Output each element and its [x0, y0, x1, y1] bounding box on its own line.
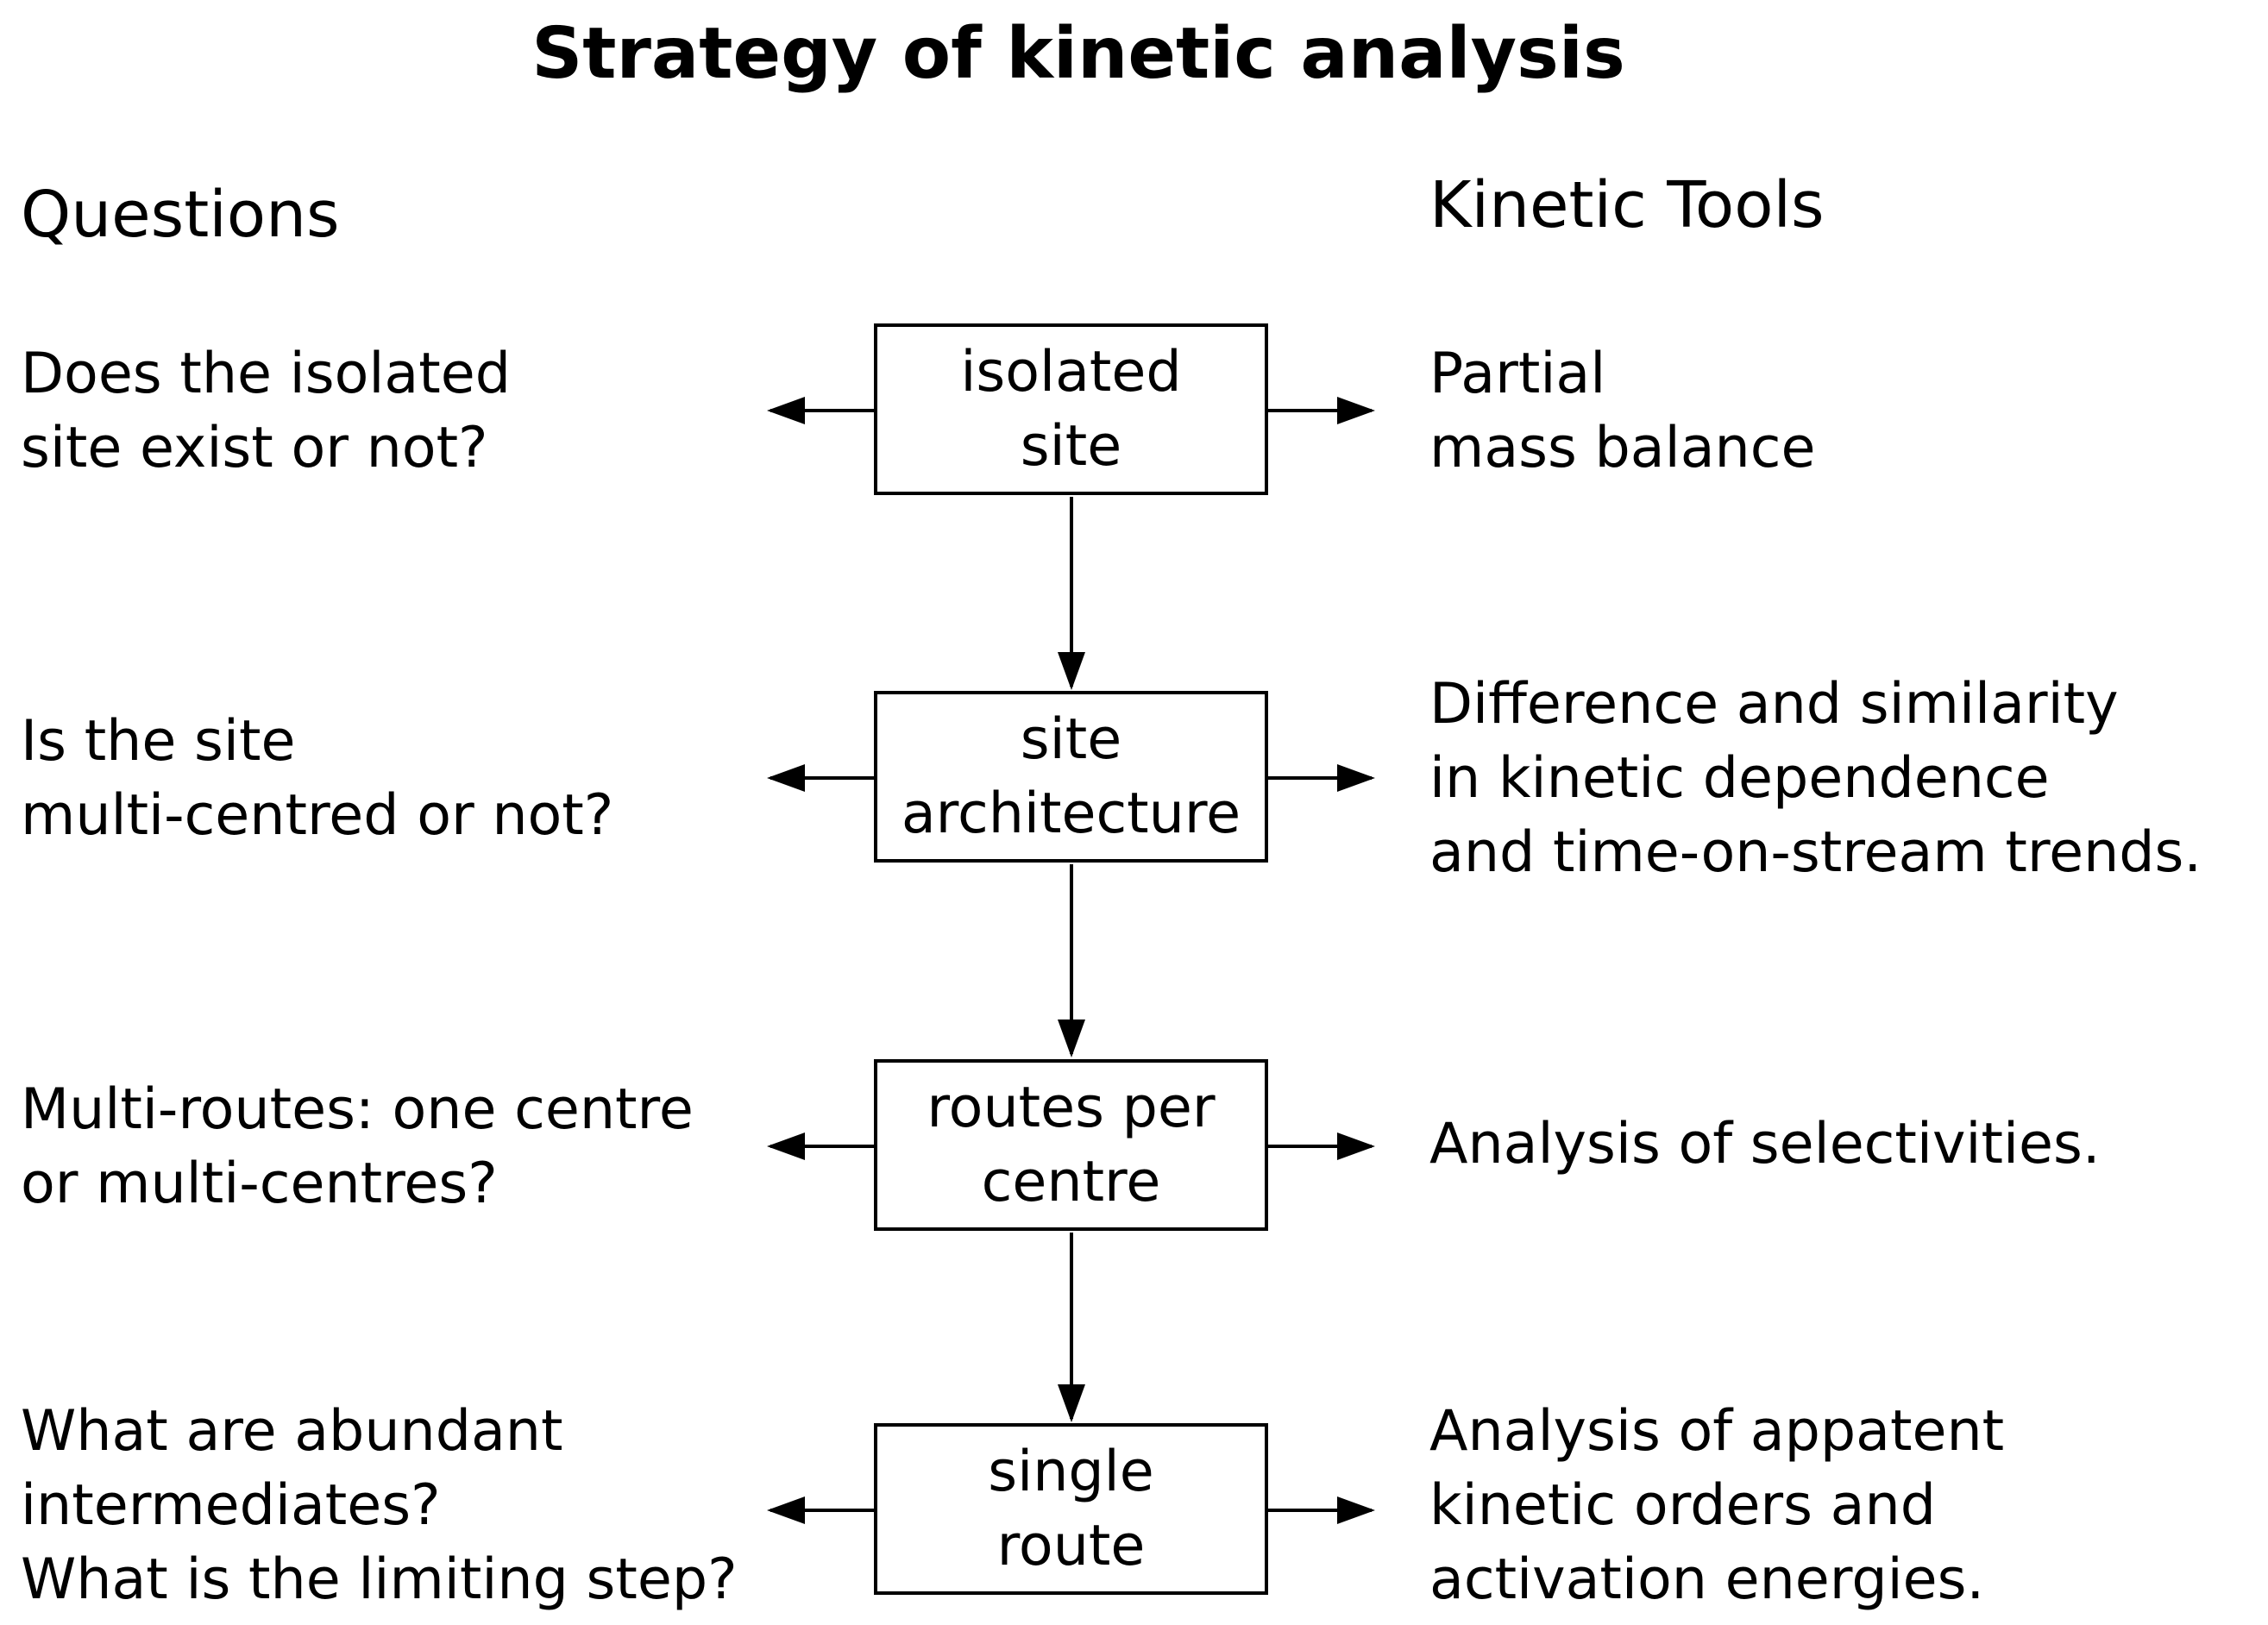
- question-line: Multi-routes: one centre: [21, 1077, 694, 1142]
- question-line: intermediates?: [21, 1473, 441, 1538]
- tool-line: in kinetic dependence: [1429, 746, 2050, 811]
- tool-kinetic-orders: Analysis of appatent kinetic orders and …: [1429, 1395, 2004, 1617]
- question-line: site exist or not?: [21, 416, 488, 480]
- diagram-title: Strategy of kinetic analysis: [531, 13, 1625, 95]
- node-single-route: single route: [874, 1423, 1268, 1595]
- tool-line: kinetic orders and: [1429, 1473, 1936, 1538]
- node-label-line: site: [1020, 706, 1122, 772]
- question-line: What is the limiting step?: [21, 1547, 738, 1612]
- node-label-line: architecture: [901, 781, 1241, 846]
- question-line: multi-centred or not?: [21, 783, 614, 848]
- tool-partial-mass-balance: Partial mass balance: [1429, 337, 1815, 486]
- kinetic-tools-header: Kinetic Tools: [1429, 168, 1825, 242]
- tool-line: Analysis of selectivities.: [1429, 1112, 2101, 1176]
- node-isolated-site: isolated site: [874, 323, 1268, 495]
- question-site-architecture: Is the site multi-centred or not?: [21, 705, 613, 853]
- tool-line: Analysis of appatent: [1429, 1399, 2005, 1464]
- questions-header: Questions: [21, 178, 340, 252]
- question-isolated-site: Does the isolated site exist or not?: [21, 337, 511, 486]
- tool-line: and time-on-stream trends.: [1429, 820, 2202, 885]
- question-single-route: What are abundant intermediates? What is…: [21, 1395, 738, 1617]
- node-label-line: single: [988, 1439, 1154, 1504]
- tool-line: activation energies.: [1429, 1547, 1985, 1612]
- question-line: or multi-centres?: [21, 1151, 498, 1216]
- node-site-architecture: site architecture: [874, 691, 1268, 863]
- node-label-line: centre: [981, 1149, 1161, 1214]
- question-line: Does the isolated: [21, 342, 511, 406]
- question-line: What are abundant: [21, 1399, 563, 1464]
- tool-line: Partial: [1429, 342, 1606, 406]
- node-label-line: isolated: [960, 339, 1182, 405]
- node-label-line: routes per: [927, 1075, 1216, 1140]
- question-routes-per-centre: Multi-routes: one centre or multi-centre…: [21, 1073, 694, 1221]
- node-label-line: site: [1020, 413, 1122, 479]
- node-label-line: route: [996, 1513, 1146, 1578]
- tool-line: mass balance: [1429, 416, 1816, 480]
- node-routes-per-centre: routes per centre: [874, 1059, 1268, 1231]
- tool-selectivities: Analysis of selectivities.: [1429, 1107, 2101, 1182]
- tool-line: Difference and similarity: [1429, 672, 2119, 737]
- question-line: Is the site: [21, 709, 296, 774]
- tool-difference-similarity: Difference and similarity in kinetic dep…: [1429, 668, 2202, 890]
